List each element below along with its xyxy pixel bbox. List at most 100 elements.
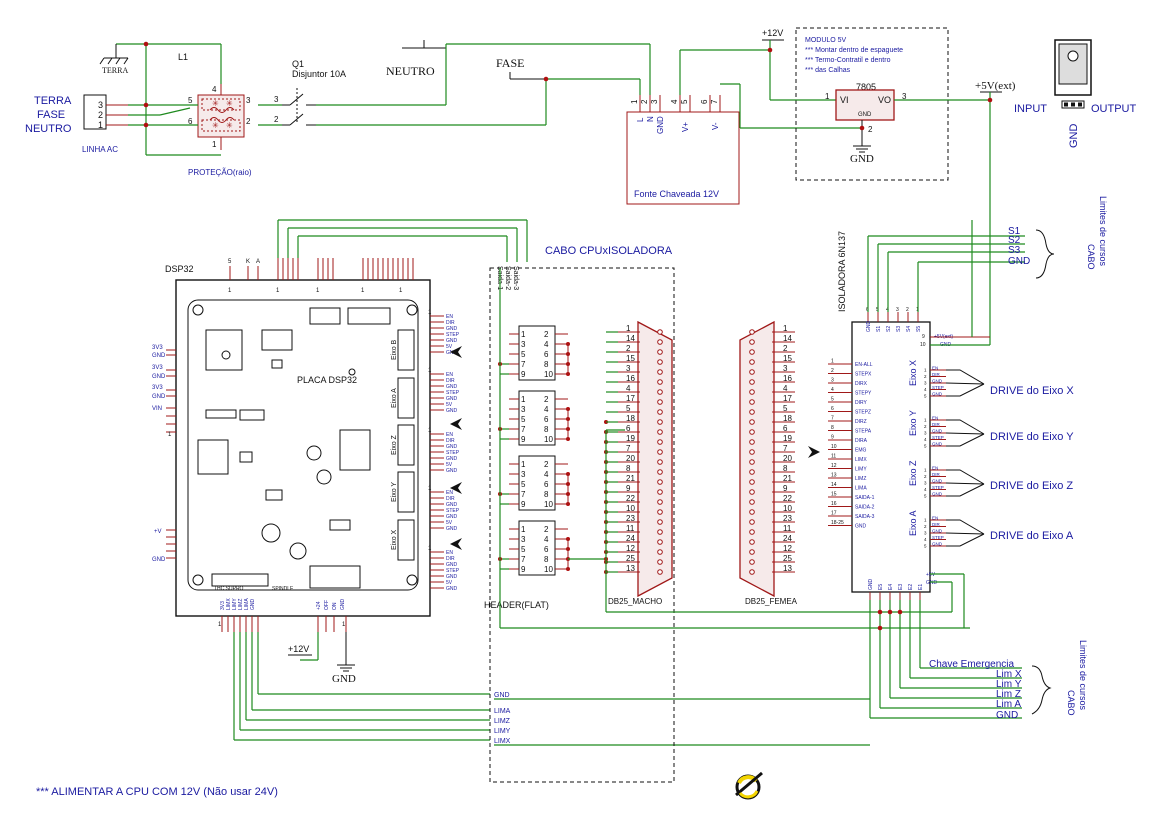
- svg-text:1: 1: [428, 428, 432, 434]
- dsp-bot-1b: 1: [342, 622, 346, 628]
- svg-text:DIR: DIR: [446, 320, 455, 326]
- arrow-icon-3: [450, 482, 462, 494]
- regulator-name: 7805: [856, 82, 876, 92]
- iso-axis-pin: STEP: [932, 435, 944, 440]
- dsp-top-1b: 1: [276, 288, 280, 294]
- drive-labels: DRIVE do Eixo X DRIVE do Eixo Y DRIVE do…: [990, 385, 1074, 542]
- iso-left-pin-num: 9: [831, 435, 834, 441]
- iso-left-pin-name: SAIDA-3: [855, 514, 875, 520]
- dsp-top-1e: 1: [399, 288, 403, 294]
- isolator-title: ISOLADORA 6N137: [837, 231, 847, 312]
- db25-female-caption: DB25_FEMEA: [745, 597, 798, 606]
- iso-left-pin-num: 15: [831, 492, 837, 498]
- dsp-silk-thc: THC SUPRO: [214, 586, 244, 592]
- svg-text:3: 3: [924, 531, 927, 536]
- db25-male-pin: 5: [626, 404, 631, 413]
- svg-text:GND: GND: [446, 562, 458, 568]
- dsp-eixo-b: Eixo B: [391, 339, 398, 360]
- iso-left-pin-num: 6: [831, 406, 834, 412]
- dsp-bot-gnd2: GND: [340, 599, 346, 611]
- db25-female-pin: 3: [783, 364, 788, 373]
- iso-bottom-pin: E4: [888, 584, 894, 590]
- iso-axis-pin: STEP: [932, 385, 944, 390]
- reg-gnd-label: GND: [858, 112, 872, 118]
- db25-female-pin: 9: [783, 484, 788, 493]
- limit-bot-caption-2: CABO: [1066, 690, 1076, 716]
- header-pin-right: 6: [544, 545, 549, 554]
- dsp32-left-pins: 3V3 GND 3V3 GND 3V3 GND VIN 1 +V GND: [152, 345, 176, 563]
- regulator-pinout: INPUT OUTPUT GND: [1014, 39, 1137, 148]
- db25-female-pin: 25: [783, 554, 792, 563]
- iso-left-pin-name: STEPY: [855, 391, 872, 397]
- supply-5v-label: +5V(ext): [975, 80, 1016, 92]
- dsp-top-5: 5: [228, 259, 232, 265]
- db25-male-pin: 23: [626, 514, 635, 523]
- drive-z: DRIVE do Eixo Z: [990, 480, 1073, 492]
- svg-text:4: 4: [924, 437, 927, 442]
- ac-label-terra: TERRA: [34, 95, 72, 107]
- db25-female-pin: 6: [783, 424, 788, 433]
- limit-bot-z: Lim Z: [996, 689, 1021, 700]
- svg-text:5: 5: [924, 444, 927, 449]
- l1-pin-2: 2: [246, 117, 251, 126]
- breaker-q1: Q1 Disjuntor 10A 3 2: [274, 59, 546, 126]
- ac-label-fase: FASE: [37, 109, 65, 121]
- iso-axis-pin: GND: [932, 379, 943, 384]
- iso-left-pin-name: DIRA: [855, 438, 868, 444]
- svg-text:4: 4: [924, 387, 927, 392]
- header-pin-left: 5: [521, 415, 526, 424]
- reg-pin-3: 3: [902, 92, 907, 101]
- iso-bottom-pin: E5: [878, 584, 884, 590]
- svg-text:GND: GND: [446, 468, 458, 474]
- limit-bot-caption-1: Limites de cursos: [1078, 640, 1088, 711]
- limit-bot-gnd: GND: [996, 710, 1018, 721]
- supply-12v-label: +12V: [762, 28, 783, 38]
- svg-text:EN: EN: [446, 432, 453, 438]
- spark-icon-2: ✳: [226, 99, 233, 108]
- header-pin-right: 4: [544, 470, 549, 479]
- svg-text:EN: EN: [446, 550, 453, 556]
- iso-left-pin-num: 16: [831, 501, 837, 507]
- iso-left-pin-num: 1: [831, 359, 834, 365]
- svg-text:GND: GND: [446, 384, 458, 390]
- earth-label: TERRA: [102, 66, 128, 75]
- iso-axis-group: Eixo Z: [908, 460, 918, 486]
- svg-text:STEP: STEP: [446, 390, 460, 396]
- db25-male-pin: 22: [626, 494, 635, 503]
- svg-text:GND: GND: [446, 408, 458, 414]
- dsp-left-3v3-b: 3V3: [152, 365, 163, 371]
- svg-text:1: 1: [924, 418, 927, 423]
- q1-value: Disjuntor 10A: [292, 69, 346, 79]
- dsp-supply-12v: +12V: [288, 644, 309, 654]
- db25-female-pin: 20: [783, 454, 792, 463]
- neutro-label: NEUTRO: [386, 64, 435, 78]
- db25-female-pin: 11: [783, 524, 792, 533]
- svg-text:5: 5: [924, 544, 927, 549]
- svg-text:STEP: STEP: [446, 332, 460, 338]
- module-5v: MODULO 5V *** Montar dentro de espaguete…: [762, 27, 1016, 345]
- header-pin-left: 1: [521, 330, 526, 339]
- dsp-left-vin: VIN: [152, 406, 162, 412]
- header-pin-left: 5: [521, 480, 526, 489]
- svg-text:3: 3: [924, 481, 927, 486]
- module5v-line-2: *** Montar dentro de espaguete: [805, 47, 903, 54]
- iso-left-pin-name: DIRY: [855, 400, 868, 406]
- svg-text:3: 3: [924, 381, 927, 386]
- power-supply-12v: 1 2 3 4 5 6 7 L N GND V+ V- Fonte Chavea…: [626, 49, 862, 205]
- dsp-left-1: 1: [168, 432, 172, 438]
- iso-axis-pin: GND: [932, 492, 943, 497]
- cable-net-limy: LIMY: [494, 728, 511, 735]
- header-pin-left: 7: [521, 490, 526, 499]
- module5v-line-1: MODULO 5V: [805, 37, 847, 44]
- db25-male-pin: 12: [626, 544, 635, 553]
- dsp-eixo-x: Eixo X: [391, 529, 398, 550]
- psu-name-vplus: V+: [681, 122, 690, 132]
- dsp-bot-limy: LIMY: [232, 598, 238, 610]
- header-pin-right: 4: [544, 405, 549, 414]
- limit-bot-a: Lim A: [996, 699, 1021, 710]
- limit-bot-y: Lim Y: [996, 679, 1022, 690]
- db25-female-pin: 12: [783, 544, 792, 553]
- dsp-top-1d: 1: [361, 288, 365, 294]
